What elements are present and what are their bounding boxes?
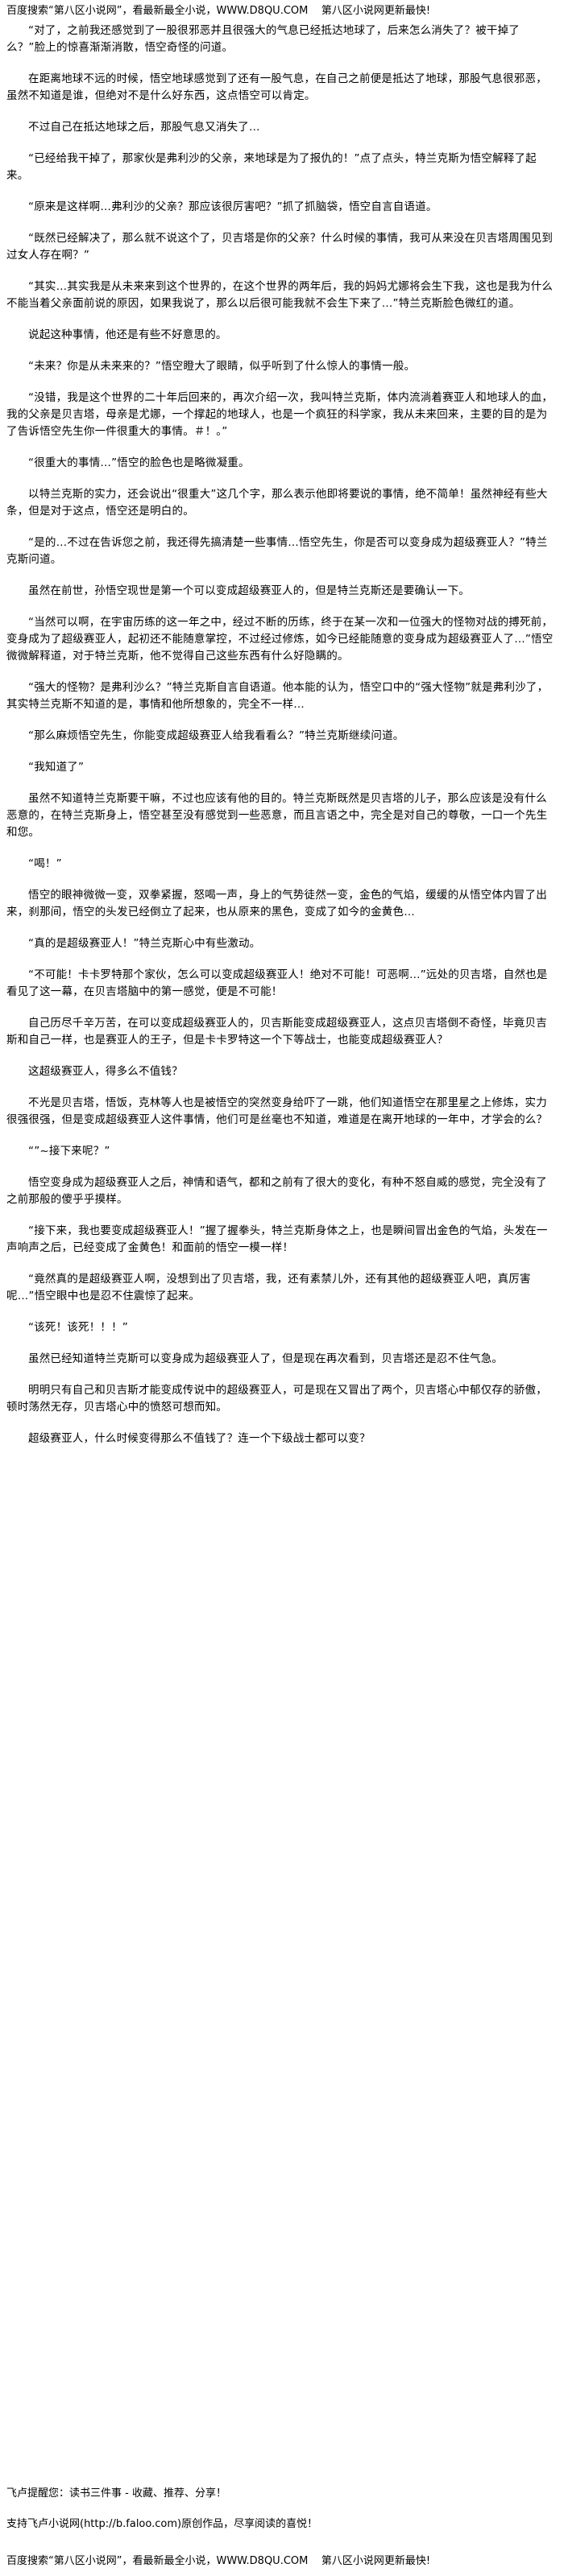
story-paragraph: “真的是超级赛亚人！”特兰克斯心中有些激动。 [28,937,261,950]
story-paragraph: “既然已经解决了，那么就不说这个了，贝吉塔是你的父亲？什么时候的事情，我可从来没… [6,232,554,262]
story-paragraph: 超级赛亚人，什么时候变得那么不值钱了？连一个下级战士都可以变？ [28,1432,371,1445]
support-notice: 支持飞卢小说网(http://b.faloo.com)原创作品，尽享阅读的喜悦！ [6,2518,318,2530]
story-paragraph: 虽然不知道特兰克斯要干嘛，不过也应该有他的目的。特兰克斯既然是贝吉塔的儿子，那么… [6,792,548,839]
story-paragraph: “强大的怪物？是弗利沙么？”特兰克斯自言自语道。他本能的认为，悟空口中的“强大怪… [6,681,549,711]
story-paragraph: 不光是贝吉塔，悟饭，克林等人也是被悟空的突然变身给吓了一跳，他们知道悟空在那里星… [6,1096,548,1126]
story-paragraph: “很重大的事情…”悟空的脸色也是略微凝重。 [28,456,250,469]
story-paragraph: 在距离地球不远的时候，悟空地球感觉到了还有一股气息，在自己之前便是抵达了地球，那… [6,72,547,102]
story-paragraph: “未来？你是从未来来的？”悟空瞪大了眼睛，似乎听到了什么惊人的事情一般。 [28,360,416,373]
story-paragraph: 这超级赛亚人，得多么不值钱？ [28,1065,183,1078]
story-paragraph: “不可能！卡卡罗特那个家伙，怎么可以变成超级赛亚人！绝对不可能！可恶啊…”远处的… [6,968,548,998]
story-paragraph: “当然可以啊，在宇宙历练的这一年之中，经过不断的历练，终于在某一次和一位强大的怪… [6,616,554,663]
story-paragraph: “是的…不过在告诉您之前，我还得先搞清楚一些事情…悟空先生，你是否可以变身成为超… [6,536,548,566]
story-paragraph: “其实…其实我是从未来来到这个世界的，在这个世界的两年后，我的妈妈尤娜将会生下我… [6,280,554,310]
story-paragraph: 虽然已经知道特兰克斯可以变身成为超级赛亚人了，但是现在再次看到，贝吉塔还是忍不住… [28,1352,504,1365]
story-paragraph: “原来是这样啊…弗利沙的父亲？那应该很厉害吧？”抓了抓脑袋，悟空自言自语道。 [28,200,438,213]
story-paragraph: “该死！该死！！！” [28,1321,128,1334]
story-paragraph: “”~接下来呢？” [28,1145,110,1158]
story-paragraph: 不过自己在抵达地球之后，那股气息又消失了… [28,121,260,134]
reading-tip: 飞卢提醒您：读书三件事 - 收藏、推荐、分享！ [6,2487,226,2500]
story-paragraph: 明明只有自己和贝吉斯才能变成传说中的超级赛亚人，可是现在又冒出了两个，贝吉塔心中… [6,1384,547,1414]
header-promo-text: 百度搜索“第八区小说网”，看最新最全小说，WWW.D8QU.COM [6,5,309,17]
story-paragraph: 虽然在前世，孙悟空现世是第一个可以变成超级赛亚人的，但是特兰克斯还是要确认一下。 [28,584,470,597]
story-paragraph: “对了，之前我还感觉到了一股很邪恶并且很强大的气息已经抵达地球了，后来怎么消失了… [6,24,520,54]
story-paragraph: 悟空的眼神微微一变，双拳紧握，怒喝一声，身上的气势徒然一变，金色的气焰，缓缓的从… [6,889,547,919]
story-paragraph: “已经给我干掉了，那家伙是弗利沙的父亲，来地球是为了报仇的！”点了点头，特兰克斯… [6,152,537,182]
chapter-content: “对了，之前我还感觉到了一股很邪恶并且很强大的气息已经抵达地球了，后来怎么消失了… [6,23,558,1462]
story-paragraph: 以特兰克斯的实力，还会说出“很重大”这几个字，那么表示他即将要说的事情，绝不简单… [6,488,548,518]
story-paragraph: “没错，我是这个世界的二十年后回来的，再次介绍一次，我叫特兰克斯，体内流淌着赛亚… [6,391,554,438]
site-header-banner: 百度搜索“第八区小说网”，看最新最全小说，WWW.D8QU.COM 第八区小说网… [6,3,558,19]
story-paragraph: “竟然真的是超级赛亚人啊，没想到出了贝吉塔，我，还有素禁儿外，还有其他的超级赛亚… [6,1273,531,1302]
story-paragraph: “接下来，我也要变成超级赛亚人！”握了握拳头，特兰克斯身体之上，也是瞬间冒出金色… [6,1224,548,1254]
story-paragraph: 说起这种事情，他还是有些不好意思的。 [28,328,227,341]
story-paragraph: 悟空变身成为超级赛亚人之后，神情和语气，都和之前有了很大的变化，有种不怒自威的感… [6,1176,547,1206]
header-update-link[interactable]: 第八区小说网更新最快! [321,5,431,17]
footer-update-link[interactable]: 第八区小说网更新最快! [321,2555,431,2567]
site-footer-banner: 百度搜索“第八区小说网”，看最新最全小说，WWW.D8QU.COM 第八区小说网… [6,2553,558,2570]
story-paragraph: “我知道了” [28,761,85,774]
story-paragraph: “喝！” [28,857,62,870]
footer-promo-text: 百度搜索“第八区小说网”，看最新最全小说，WWW.D8QU.COM [6,2555,309,2567]
story-paragraph: 自己历尽千辛万苦，在可以变成超级赛亚人的，贝吉斯能变成超级赛亚人，这点贝吉塔倒不… [6,1017,547,1046]
story-paragraph: “那么麻烦悟空先生，你能变成超级赛亚人给我看看么？”特兰克斯继续问道。 [28,729,404,742]
